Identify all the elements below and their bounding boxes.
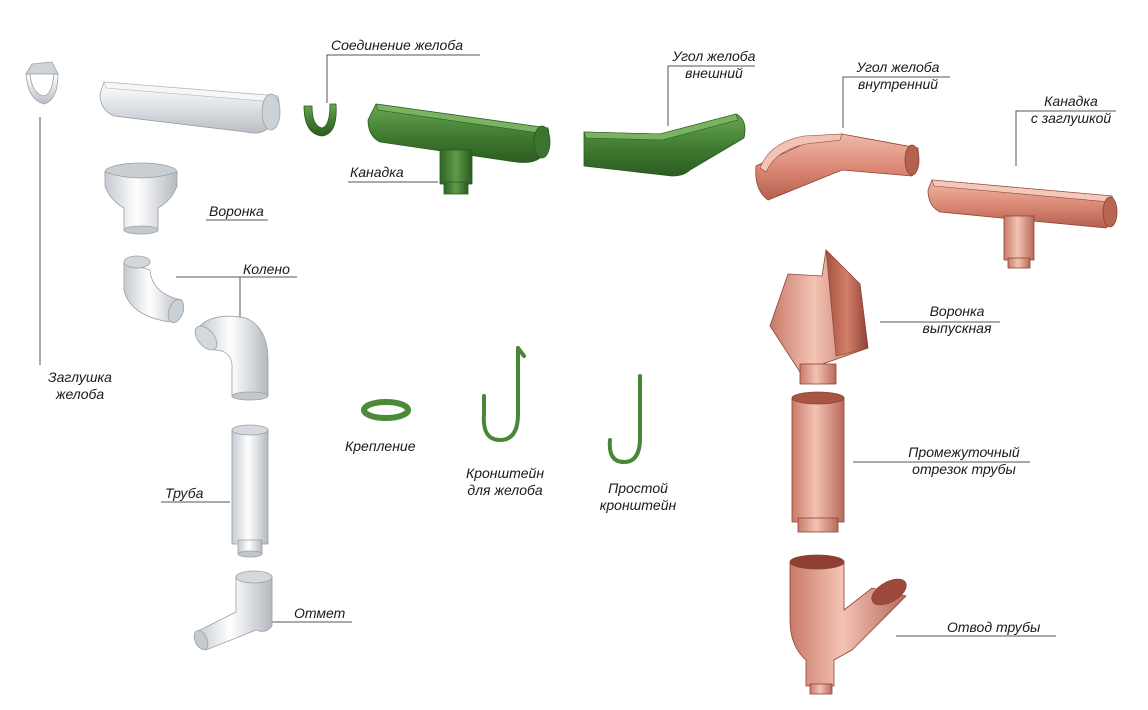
label-outer-corner-line1: Угол желоба: [672, 48, 756, 64]
label-ring-clamp: Крепление: [345, 438, 416, 454]
white-pipe: [231, 424, 269, 558]
label-elbow: Колено: [243, 261, 290, 277]
copper-pipe-branch: [789, 554, 907, 695]
copper-pipe-segment: [791, 391, 845, 533]
white-elbow-large: [194, 315, 269, 401]
label-gutter-bracket-line2: для желоба: [467, 482, 543, 498]
label-inner-corner-line2: внутренний: [857, 76, 939, 92]
label-simple-bracket: Простой кронштейн: [590, 480, 686, 514]
label-end-cap-line1: Заглушка: [48, 369, 112, 385]
label-kanadka-with-cap: Канадка с заглушкой: [1024, 93, 1118, 127]
label-outer-corner: Угол желоба внешний: [672, 48, 756, 82]
white-gutter: [99, 81, 281, 134]
label-outlet: Отмет: [294, 605, 346, 621]
label-simple-bracket-line1: Простой: [608, 480, 668, 496]
label-outlet-funnel-line2: выпускная: [922, 320, 992, 336]
green-outer-corner: [583, 113, 746, 177]
label-pipe-segment-line2: отрезок трубы: [912, 461, 1016, 477]
label-outlet-funnel: Воронка выпускная: [912, 303, 1002, 337]
label-pipe: Труба: [165, 485, 204, 501]
label-kanadka-with-cap-line2: с заглушкой: [1030, 110, 1112, 126]
green-ring-clamp: [361, 399, 411, 421]
copper-kanadka-with-cap: [927, 179, 1118, 269]
white-funnel: [104, 162, 178, 235]
label-funnel: Воронка: [209, 203, 264, 219]
label-kanadka: Канадка: [350, 164, 404, 180]
label-pipe-branch: Отвод трубы: [947, 619, 1041, 635]
label-pipe-segment-line1: Промежуточный: [908, 444, 1020, 460]
green-simple-bracket: [607, 374, 642, 465]
label-kanadka-with-cap-line1: Канадка: [1044, 93, 1098, 109]
label-simple-bracket-line2: кронштейн: [599, 497, 677, 513]
label-end-cap: Заглушка желоба: [40, 369, 120, 403]
green-gutter-connector: [303, 103, 337, 137]
label-inner-corner: Угол желоба внутренний: [848, 59, 948, 93]
label-gutter-connector: Соединение желоба: [331, 37, 464, 53]
leader-lines: [39, 54, 1116, 637]
gutter-end-cap: [25, 61, 59, 105]
copper-outlet-funnel: [769, 249, 869, 385]
white-outlet: [193, 570, 273, 651]
green-gutter-kanadka: [367, 103, 551, 195]
white-elbow-small: [123, 255, 185, 323]
label-end-cap-line2: желоба: [55, 386, 105, 402]
label-outlet-funnel-line1: Воронка: [929, 303, 985, 319]
green-gutter-bracket: [481, 346, 526, 443]
copper-inner-corner: [755, 133, 920, 201]
label-inner-corner-line1: Угол желоба: [856, 59, 940, 75]
label-gutter-bracket: Кронштейн для желоба: [455, 465, 555, 499]
label-outer-corner-line2: внешний: [685, 65, 743, 81]
label-gutter-bracket-line1: Кронштейн: [465, 465, 545, 481]
label-pipe-segment: Промежуточный отрезок трубы: [896, 444, 1032, 478]
